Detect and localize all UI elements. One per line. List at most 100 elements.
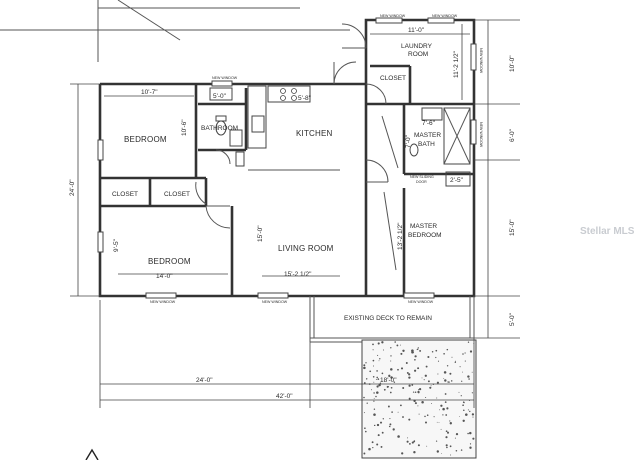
stipple-dot [469,446,472,449]
stipple-dot [464,360,466,362]
stipple-dot [378,360,380,362]
stipple-dot [402,349,405,352]
stipple-dot [416,349,418,351]
dim-bedroom-1-width: 10'-7" [141,89,158,96]
stipple-dot [376,443,379,446]
stipple-dot [417,444,420,447]
stipple-dot [418,389,420,391]
stipple-dot [393,381,396,383]
stipple-dot [433,416,435,418]
interior-walls [100,64,474,296]
stipple-dot [399,344,401,346]
stipple-dot [436,397,438,399]
stipple-dot [364,427,366,430]
stipple-dot [454,360,456,362]
stipple-dot [462,353,464,355]
windows [97,17,477,299]
stipple-dot [463,409,465,412]
room-label-master-bath-line-2: BATH [418,141,435,148]
stipple-dot [462,404,464,407]
stipple-dot [363,412,365,414]
stipple-dot [400,352,403,355]
stipple-dot [389,423,392,426]
stipple-dot [390,355,392,357]
dim-laundry-width: 11'-0" [408,27,425,34]
room-label-master-bedroom-line-1: MASTER [410,223,437,230]
dim-master-bath-depth: 7'-0" [405,134,412,148]
room-label-master-bath-line-1: MASTER [414,132,441,139]
room-label-bathroom: BATHROOM [201,125,238,132]
stipple-dot [373,392,375,394]
concrete-pad [361,339,477,459]
stipple-dot [436,381,439,384]
stipple-dot [382,418,384,420]
stipple-dot [408,442,411,445]
room-label-closet-1: CLOSET [112,191,138,198]
stipple-dot [380,445,383,448]
stipple-dot [451,356,453,358]
stipple-dot [402,387,405,389]
stipple-dot [441,453,442,454]
dim-left-height: 24'-0" [69,179,76,196]
stipple-dot [388,375,390,378]
stipple-dot [421,377,423,379]
annotation-new-window-3: NEW WINDOW [408,300,434,304]
stipple-dot [373,397,375,399]
annotation-new-window-8: NEW WINDOW [479,122,483,148]
stipple-dot [408,373,411,376]
stipple-dot [460,395,462,397]
stipple-dot [465,413,468,416]
dim-bottom-right: 18'-0" [380,377,397,384]
stipple-dot [425,396,427,399]
stipple-dot [418,387,422,391]
room-label-laundry-line-2: ROOM [408,51,428,58]
stipple-dot [446,431,450,434]
stipple-dot [469,431,472,435]
stipple-dot [368,447,371,451]
stipple-dot [373,400,375,402]
stipple-dot [435,349,438,352]
dim-kitchen-width: 5'-8" [298,95,312,102]
dim-bedroom-2-width: 14'-0" [156,273,173,280]
stipple-dot [440,404,443,407]
annotation-new-window-6: NEW WINDOW [212,76,238,80]
stipple-dot [417,391,420,394]
stipple-dot [397,411,399,413]
stipple-dot [381,372,384,375]
stipple-dot [411,349,414,352]
dim-bottom-left: 24'-0" [196,377,213,384]
stipple-dot [444,379,447,382]
stipple-dot [408,384,411,387]
stipple-dot [426,445,428,447]
stipple-dot [438,422,440,424]
stipple-dot [406,440,409,443]
stipple-dot [414,358,416,361]
stipple-dot [372,359,375,362]
stipple-dot [392,428,395,431]
stipple-dot [467,432,469,435]
stipple-dot [389,418,391,420]
stipple-dot [445,436,448,439]
stipple-dot [401,452,404,455]
stipple-dot [449,372,452,375]
stipple-dot [446,365,449,367]
stipple-dot [379,358,381,360]
fixtures [209,87,443,271]
stipple-dot [425,365,428,368]
dim-right-segment-3: 15'-0" [509,219,516,236]
stipple-dot [467,341,470,343]
stipple-dot [382,349,385,351]
stipple-dot [455,432,459,436]
stipple-dot [462,419,465,422]
stipple-dot [388,386,390,387]
stipple-dot [411,441,414,444]
stipple-dot [472,437,475,440]
annotation-new-window-1: NEW WINDOW [150,300,176,304]
stipple-dot [414,369,417,372]
stipple-dot [412,391,415,393]
stipple-dot [376,376,378,379]
stipple-dot [471,371,473,373]
stipple-dot [449,422,452,425]
stipple-dot [427,380,430,383]
stipple-dot [427,355,430,359]
